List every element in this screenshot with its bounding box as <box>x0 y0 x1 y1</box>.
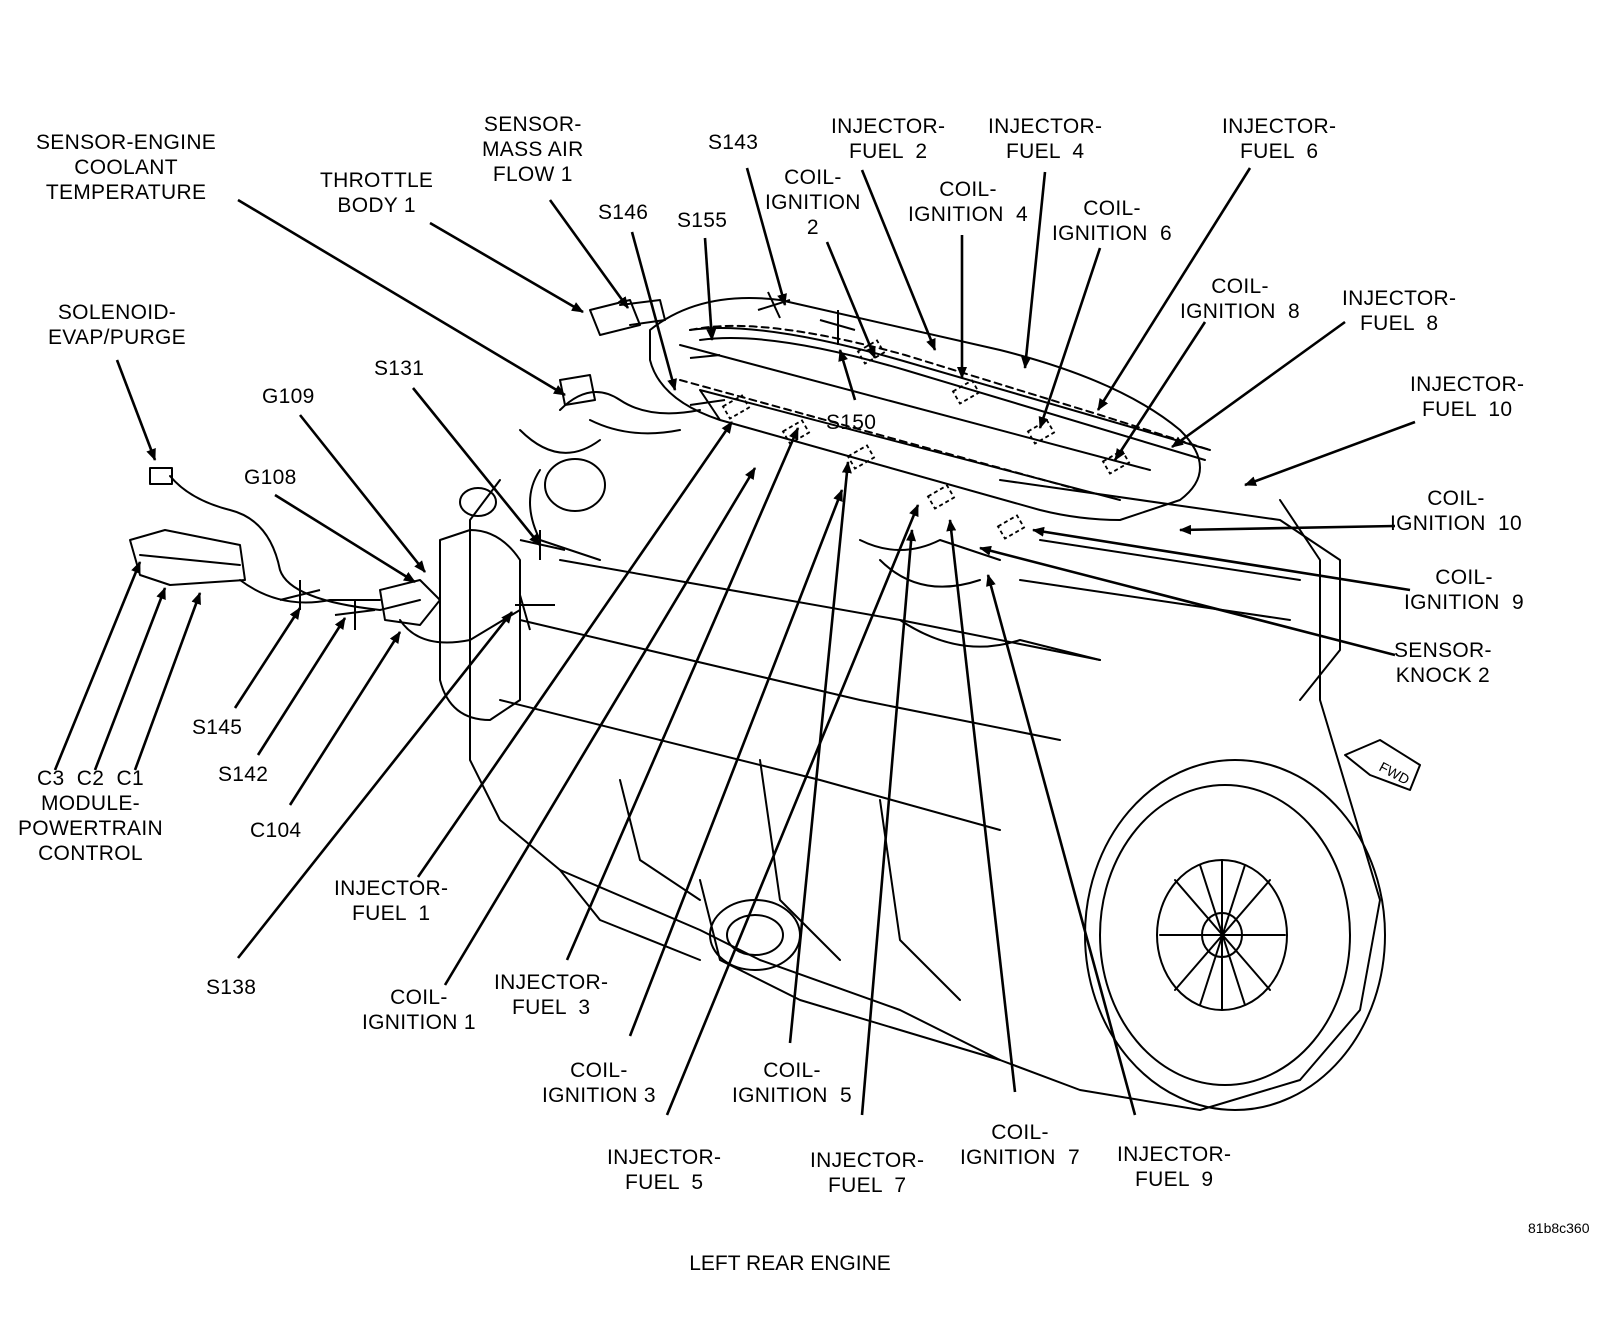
label-coil-ignition-4: COIL- IGNITION 4 <box>908 178 1028 226</box>
label-s150: S150 <box>826 411 877 434</box>
label-coil-ignition-7: COIL- IGNITION 7 <box>960 1121 1080 1169</box>
leader-coil-2 <box>825 241 877 359</box>
splice-marks <box>279 291 856 631</box>
leader-coil-10 <box>1179 524 1396 535</box>
label-injector-fuel-8: INJECTOR- FUEL 8 <box>1342 287 1457 335</box>
label-g108: G108 <box>244 466 297 489</box>
leader-s145 <box>233 607 302 709</box>
label-s142: S142 <box>218 763 269 786</box>
label-injector-fuel-1: INJECTOR- FUEL 1 <box>334 877 449 925</box>
leader-coil-5 <box>788 461 852 1044</box>
leader-lines <box>53 167 1416 1116</box>
label-injector-fuel-2: INJECTOR- FUEL 2 <box>831 115 946 163</box>
label-coil-ignition-5: COIL- IGNITION 5 <box>732 1059 852 1107</box>
leader-s150 <box>838 349 857 401</box>
leader-g108 <box>274 493 416 584</box>
label-throttle-body-1: THROTTLE BODY 1 <box>320 169 434 217</box>
label-sensor-mass-air-flow-1: SENSOR- MASS AIR FLOW 1 <box>482 113 584 186</box>
leader-inj-7 <box>860 529 917 1116</box>
leader-c104 <box>288 631 402 806</box>
label-injector-fuel-6: INJECTOR- FUEL 6 <box>1222 115 1337 163</box>
label-coil-ignition-10: COIL- IGNITION 10 <box>1390 487 1522 535</box>
leader-inj-3 <box>565 427 800 961</box>
label-s146: S146 <box>598 201 649 224</box>
label-injector-fuel-10: INJECTOR- FUEL 10 <box>1410 373 1525 421</box>
leader-coil-1 <box>443 467 757 986</box>
leader-inj-6 <box>1096 167 1252 411</box>
leader-coil-3 <box>628 489 844 1037</box>
leader-throttle-body <box>429 221 584 314</box>
leader-sensor-maf <box>548 199 630 309</box>
label-coil-ignition-1: COIL- IGNITION 1 <box>362 986 476 1034</box>
leader-inj-4 <box>1021 171 1047 369</box>
label-coil-ignition-6: COIL- IGNITION 6 <box>1052 197 1172 245</box>
label-injector-fuel-4: INJECTOR- FUEL 4 <box>988 115 1103 163</box>
leader-coil-6 <box>1038 247 1102 429</box>
leader-inj-2 <box>860 169 937 351</box>
leader-inj-9 <box>986 574 1137 1116</box>
leader-pcm-c1 <box>133 592 202 771</box>
engine-illustration <box>129 297 1421 1111</box>
label-injector-fuel-7: INJECTOR- FUEL 7 <box>810 1149 925 1197</box>
label-injector-fuel-5: INJECTOR- FUEL 5 <box>607 1146 722 1194</box>
label-coil-ignition-3: COIL- IGNITION 3 <box>542 1059 656 1107</box>
label-s138: S138 <box>206 976 257 999</box>
label-module-powertrain-control: C3 C2 C1 MODULE- POWERTRAIN CONTROL <box>18 767 163 865</box>
label-s155: S155 <box>677 209 728 232</box>
label-s131: S131 <box>374 357 425 380</box>
leader-coil-7 <box>946 519 1017 1093</box>
diagram-caption: LEFT REAR ENGINE <box>689 1252 891 1275</box>
label-coil-ignition-8: COIL- IGNITION 8 <box>1180 275 1300 323</box>
label-injector-fuel-3: INJECTOR- FUEL 3 <box>494 971 609 1019</box>
leader-knock-2 <box>979 545 1396 657</box>
leader-pcm-c3 <box>53 561 142 771</box>
label-g109: G109 <box>262 385 315 408</box>
label-sensor-engine-coolant-temperature: SENSOR-ENGINE COOLANT TEMPERATURE <box>36 131 217 204</box>
location-boxes <box>721 339 1131 540</box>
label-sensor-knock-2: SENSOR- KNOCK 2 <box>1394 639 1492 687</box>
leader-s142 <box>256 617 347 756</box>
label-s143: S143 <box>708 131 759 154</box>
leader-s155 <box>703 237 717 341</box>
leader-g109 <box>298 414 427 573</box>
leader-s146 <box>630 231 677 391</box>
leader-s131 <box>411 387 542 546</box>
label-coil-ignition-2: COIL- IGNITION 2 <box>765 166 861 239</box>
leader-pcm-c2 <box>93 587 167 771</box>
leader-solenoid <box>115 359 157 461</box>
leader-sensor-coolant <box>237 198 566 397</box>
leader-inj-8 <box>1171 320 1346 449</box>
leader-inj-1 <box>416 421 734 878</box>
label-s145: S145 <box>192 716 243 739</box>
label-coil-ignition-9: COIL- IGNITION 9 <box>1404 566 1524 614</box>
leader-inj-10 <box>1244 420 1416 487</box>
figure-code: 81b8c360 <box>1528 1220 1590 1236</box>
leader-s138 <box>236 611 514 959</box>
leader-inj-5 <box>665 504 920 1116</box>
label-injector-fuel-9: INJECTOR- FUEL 9 <box>1117 1143 1232 1191</box>
leader-coil-9 <box>1032 526 1411 592</box>
leader-s143 <box>745 167 787 306</box>
leader-coil-8 <box>1113 321 1207 461</box>
label-c104: C104 <box>250 819 302 842</box>
label-solenoid-evap-purge: SOLENOID- EVAP/PURGE <box>48 301 186 349</box>
